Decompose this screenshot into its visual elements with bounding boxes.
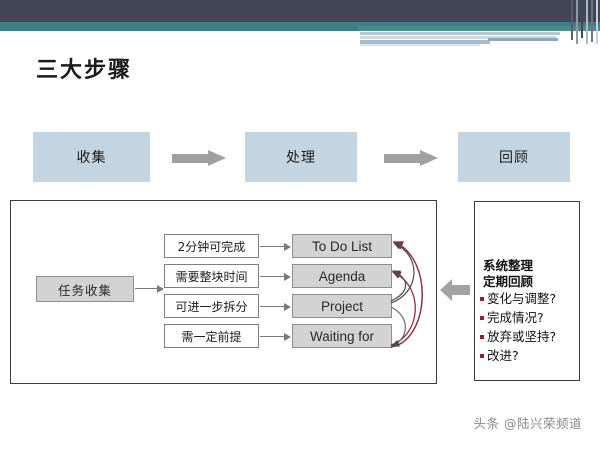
header-vertical-stripe-3 (581, 0, 583, 38)
review-heading: 系统整理 定期回顾 (483, 258, 534, 289)
condition-box-3: 需一定前提 (164, 324, 259, 348)
step-box-collect: 收集 (33, 132, 150, 182)
header-accent-line-3 (360, 40, 490, 44)
page-title: 三大步骤 (36, 58, 133, 83)
step-box-review: 回顾 (458, 132, 570, 182)
watermark: 头条 @陆兴荣频道 (473, 416, 582, 431)
output-label-1: Agenda (318, 268, 366, 284)
header-accent-line-2 (360, 36, 556, 39)
output-label-3: Waiting for (309, 328, 375, 344)
step-label-process: 处理 (286, 150, 316, 166)
step-box-process: 处理 (245, 132, 357, 182)
output-box-project: Project (292, 294, 392, 318)
bullet-square-icon (480, 297, 484, 301)
bullet-square-icon (480, 335, 484, 339)
loop-arrow-project-to-todo (390, 242, 415, 304)
condition-label-2: 可进一步拆分 (175, 299, 248, 314)
step-label-collect: 收集 (76, 150, 107, 166)
review-feedback-arrow-left-icon (440, 279, 470, 301)
condition-label-1: 需要整块时间 (175, 269, 248, 284)
header-vertical-stripe-5 (591, 0, 593, 42)
output-label-0: To Do List (311, 238, 373, 254)
output-label-2: Project (320, 298, 364, 314)
condition-label-0: 2分钟可完成 (177, 239, 246, 254)
condition-box-1: 需要整块时间 (164, 264, 259, 288)
header-accent-line-5 (360, 44, 480, 46)
review-bullet-label-3: 改进? (487, 348, 519, 363)
flow-arrow-right-icon-1 (172, 150, 230, 166)
list-item: 放弃或坚持? (480, 328, 580, 345)
loop-arrow-waiting-to-todo (390, 241, 423, 348)
slide-header-decoration (0, 0, 600, 48)
condition-box-2: 可进一步拆分 (164, 294, 259, 318)
condition-label-3: 需一定前提 (181, 329, 242, 344)
review-panel: 系统整理 定期回顾 变化与调整? 完成情况? 放弃或坚持? 改进? (474, 201, 580, 381)
list-item: 完成情况? (480, 309, 580, 326)
bullet-square-icon (480, 354, 484, 358)
output-box-waiting-for: Waiting for (292, 324, 392, 348)
header-accent-line-4 (488, 38, 558, 41)
header-accent-line-1 (360, 32, 560, 35)
header-vertical-stripe-6 (596, 0, 598, 44)
header-teal-band (0, 22, 600, 31)
loop-arrows-group (390, 241, 423, 348)
arrow-condition-to-output-icon-2 (260, 302, 291, 312)
list-item: 改进? (480, 347, 580, 364)
output-box-agenda: Agenda (292, 264, 392, 288)
header-vertical-stripe-1 (571, 0, 573, 40)
loop-arrow-project-to-waiting (390, 306, 406, 347)
header-vertical-stripe-2 (576, 0, 578, 44)
task-collect-box: 任务收集 (36, 276, 134, 302)
review-bullet-label-1: 完成情况? (487, 310, 544, 325)
review-bullet-label-0: 变化与调整? (487, 291, 557, 306)
arrow-condition-to-output-icon-3 (260, 332, 291, 342)
three-steps-flow: 收集 处理 回顾 (0, 132, 600, 188)
step-label-review: 回顾 (499, 150, 529, 166)
list-item: 变化与调整? (480, 290, 580, 307)
task-collect-label: 任务收集 (57, 282, 112, 298)
arrow-condition-to-output-icon-0 (260, 242, 291, 252)
header-vertical-stripe-4 (586, 0, 588, 44)
bullet-square-icon (480, 316, 484, 320)
output-box-todo-list: To Do List (292, 234, 392, 258)
header-teal-accent (358, 26, 600, 31)
review-bullet-label-2: 放弃或坚持? (487, 329, 557, 344)
loop-arrow-project-to-agenda (390, 270, 407, 302)
flow-arrow-right-icon-2 (384, 150, 442, 166)
arrow-condition-to-output-icon-1 (260, 272, 291, 282)
review-bullet-list: 变化与调整? 完成情况? 放弃或坚持? 改进? (480, 290, 580, 366)
arrow-task-to-conditions-icon (135, 284, 164, 294)
process-panel: 任务收集 2分钟可完成 To Do List 需要整块时间 Agenda 可进一… (10, 200, 437, 384)
condition-box-0: 2分钟可完成 (164, 234, 259, 258)
header-navy-band (0, 0, 600, 22)
